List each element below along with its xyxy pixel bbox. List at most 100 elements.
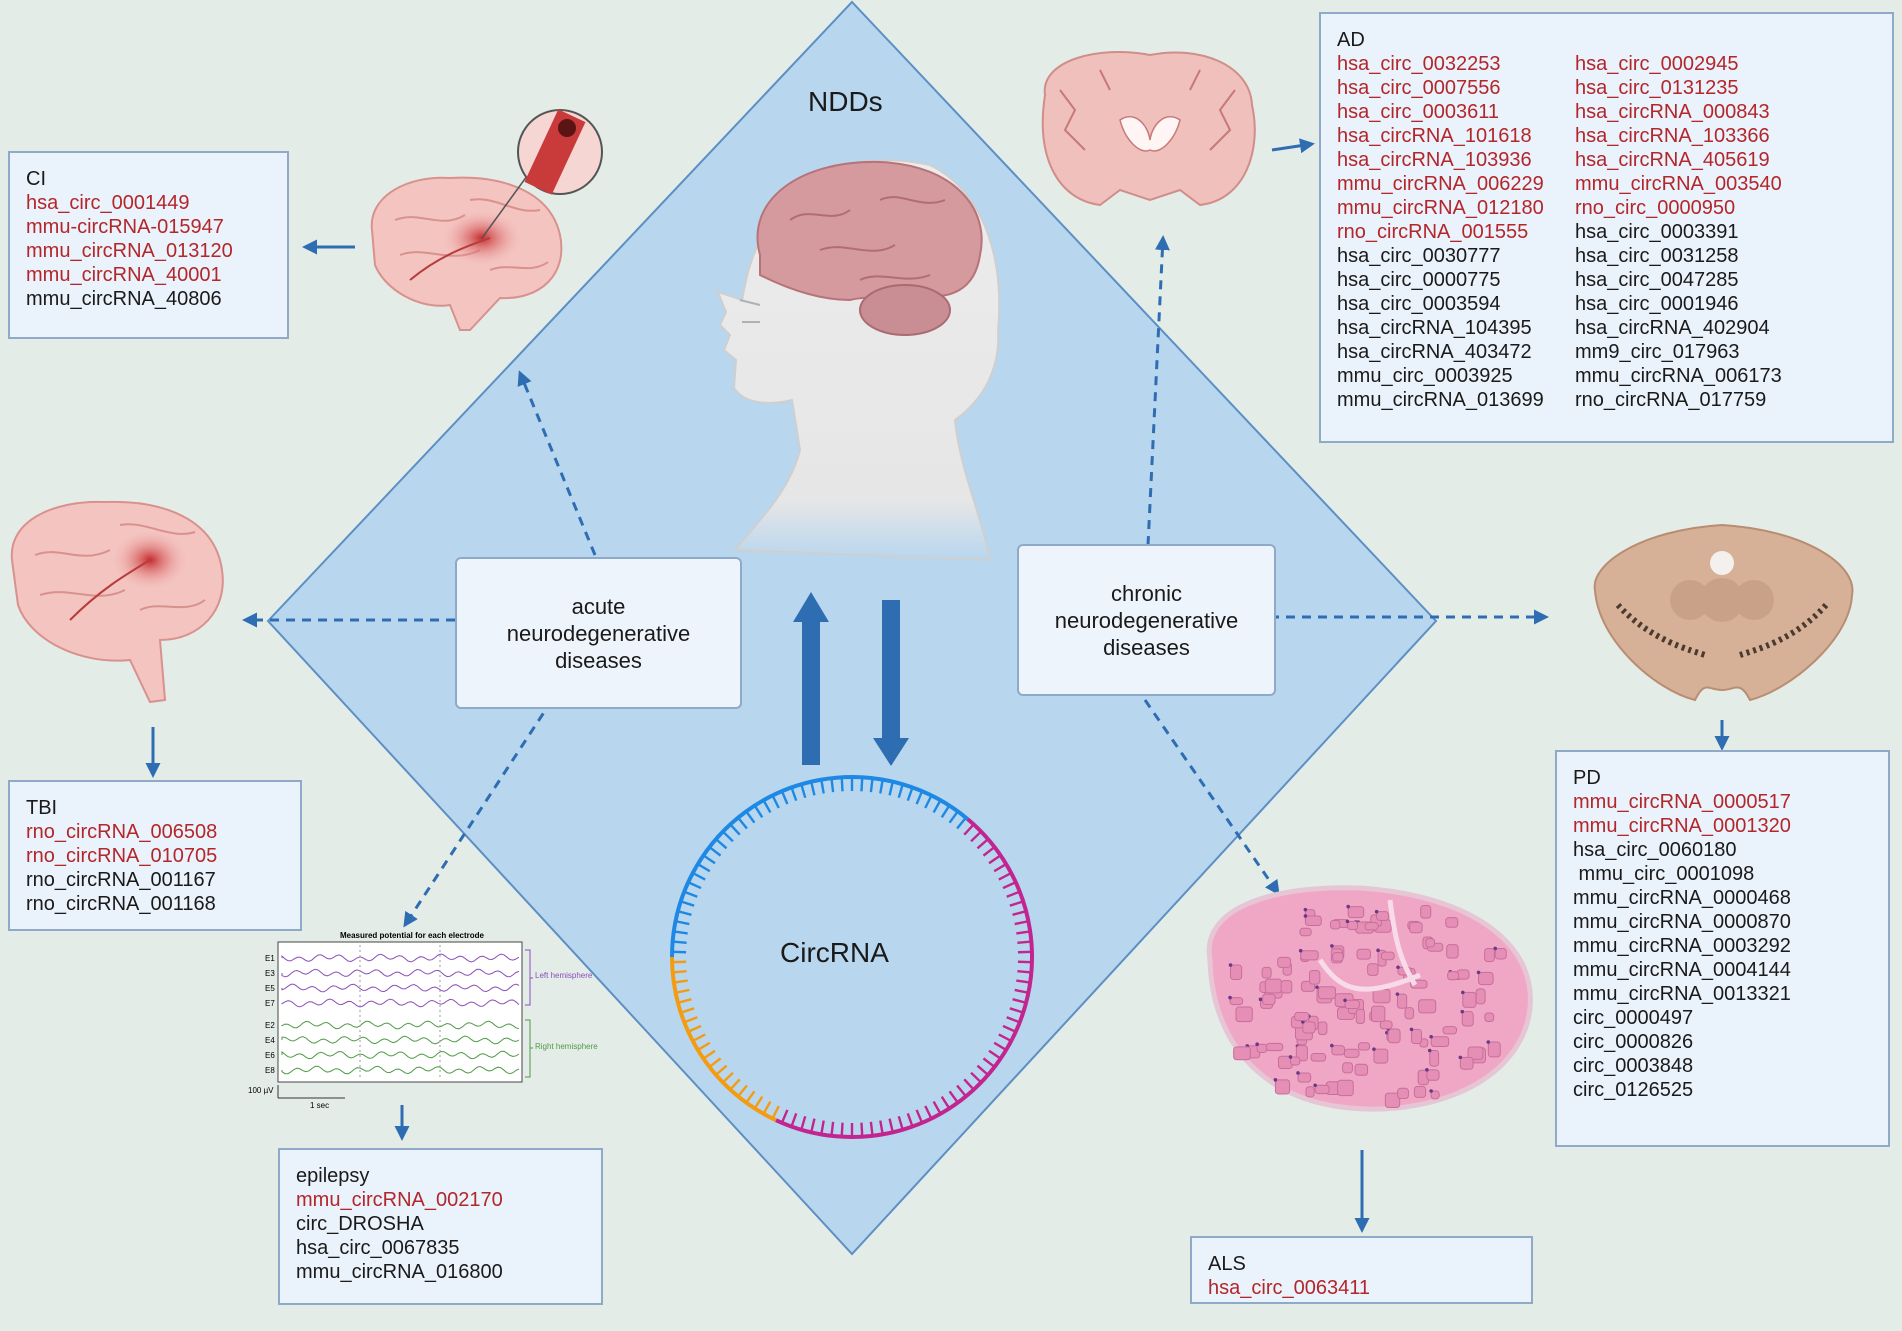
circrna-label: CircRNA: [780, 937, 889, 968]
eeg-right-label: Right hemisphere: [535, 1042, 598, 1051]
circrna-item: hsa_circ_0003611: [1337, 101, 1499, 123]
circrna-item: hsa_circ_0001449: [26, 192, 190, 214]
circrna-item: mmu_circRNA_013699: [1337, 389, 1544, 411]
circrna-item: circ_0003848: [1573, 1055, 1694, 1077]
circrna-item: hsa_circ_0131235: [1575, 77, 1739, 99]
ad-title: AD: [1337, 29, 1365, 51]
als-tissue-illustration: [1206, 885, 1533, 1112]
eeg-channel-label: E1: [265, 954, 275, 963]
ndds-title: NDDs: [808, 86, 883, 117]
pd-title: PD: [1573, 767, 1601, 789]
circrna-item: mmu-circRNA-015947: [26, 216, 224, 238]
circrna-item: mmu_circRNA_002170: [296, 1189, 503, 1211]
arrow-ad-box: [1271, 138, 1315, 154]
circrna-item: mm9_circ_017963: [1575, 341, 1740, 363]
circrna-item: hsa_circ_0047285: [1575, 269, 1739, 291]
circrna-item: rno_circRNA_010705: [26, 845, 218, 867]
tbi-title: TBI: [26, 797, 58, 819]
acute-ndd-label: acute neurodegenerative diseases: [506, 593, 691, 673]
circrna-item: mmu_circRNA_0000870: [1573, 911, 1791, 933]
eeg-channel-label: E8: [265, 1066, 275, 1075]
circrna-item: mmu_circRNA_40806: [26, 288, 222, 310]
circrna-item: hsa_circRNA_103936: [1337, 149, 1532, 171]
eeg-panel: Measured potential for each electrode E1…: [248, 931, 598, 1110]
circrna-item: rno_circRNA_017759: [1575, 389, 1767, 411]
circrna-item: mmu_circRNA_003540: [1575, 173, 1782, 195]
circrna-item: hsa_circ_0031258: [1575, 245, 1739, 267]
eeg-scale-voltage: 100 µV: [248, 1086, 274, 1095]
circrna-item: mmu_circRNA_0003292: [1573, 935, 1791, 957]
ci-title: CI: [26, 168, 46, 190]
circrna-item: mmu_circRNA_0000468: [1573, 887, 1791, 909]
circrna-item: hsa_circ_0002945: [1575, 53, 1739, 75]
eeg-channel-label: E5: [265, 984, 275, 993]
circrna-item: hsa_circ_0003391: [1575, 221, 1739, 243]
circrna-item: rno_circ_0000950: [1575, 197, 1736, 219]
circrna-item: hsa_circ_0063411: [1208, 1277, 1370, 1299]
human-head-illustration: [716, 159, 1001, 562]
circrna-item: mmu_circRNA_0004144: [1573, 959, 1791, 981]
circrna-item: hsa_circ_0007556: [1337, 77, 1501, 99]
eeg-scale-time: 1 sec: [310, 1101, 329, 1110]
circrna-item: hsa_circ_0060180: [1573, 839, 1737, 861]
chronic-ndd-label: chronic neurodegenerative diseases: [1054, 580, 1239, 660]
circrna-item: circ_0126525: [1573, 1079, 1694, 1101]
circrna-item: rno_circRNA_001168: [26, 893, 216, 915]
eeg-left-label: Left hemisphere: [535, 971, 593, 980]
epilepsy-title: epilepsy: [296, 1165, 370, 1187]
eeg-channel-label: E3: [265, 969, 275, 978]
circrna-item: circ_0000826: [1573, 1031, 1694, 1053]
circrna-item: hsa_circ_0000775: [1337, 269, 1501, 291]
circrna-item: mmu_circRNA_013120: [26, 240, 233, 262]
circrna-item: hsa_circRNA_101618: [1337, 125, 1532, 147]
eeg-channel-label: E4: [265, 1036, 275, 1045]
circrna-item: hsa_circ_0003594: [1337, 293, 1501, 315]
circrna-item: hsa_circRNA_402904: [1575, 317, 1770, 339]
circrna-item: hsa_circ_0067835: [296, 1237, 460, 1259]
circrna-item: mmu_circRNA_0001320: [1573, 815, 1791, 837]
circrna-item: hsa_circRNA_103366: [1575, 125, 1770, 147]
circrna-item: rno_circRNA_006508: [26, 821, 218, 843]
arrow-to-ad: [1146, 235, 1170, 546]
circrna-item: circ_0000497: [1573, 1007, 1694, 1029]
circrna-item: mmu_circ_0003925: [1337, 365, 1513, 387]
circrna-item: mmu_circRNA_006229: [1337, 173, 1544, 195]
circrna-item: mmu_circRNA_40001: [26, 264, 222, 286]
circrna-item: mmu_circRNA_0013321: [1573, 983, 1791, 1005]
brain-ci-illustration: [370, 109, 603, 331]
arrow-to-ci: [517, 370, 597, 556]
ad-brain-section-illustration: [1041, 51, 1256, 207]
als-title: ALS: [1208, 1253, 1246, 1275]
circrna-item: hsa_circRNA_405619: [1575, 149, 1770, 171]
circrna-item: rno_circRNA_001555: [1337, 221, 1529, 243]
circrna-item: mmu_circRNA_016800: [296, 1261, 503, 1283]
pd-midbrain-illustration: [1593, 523, 1854, 702]
circrna-item: circ_DROSHA: [296, 1213, 424, 1235]
circrna-ring: [670, 775, 1034, 1140]
brain-tbi-illustration: [10, 500, 224, 704]
chronic-ndd-label-box: chronic neurodegenerative diseases: [1017, 544, 1276, 696]
eeg-channel-label: E7: [265, 999, 275, 1008]
circrna-item: hsa_circ_0032253: [1337, 53, 1501, 75]
circrna-item: mmu_circ_0001098: [1573, 863, 1755, 885]
circrna-item: mmu_circRNA_006173: [1575, 365, 1782, 387]
circrna-item: hsa_circRNA_403472: [1337, 341, 1532, 363]
eeg-channel-label: E6: [265, 1051, 275, 1060]
ndd-diamond: [266, 0, 1438, 1256]
arrow-to-als: [1143, 699, 1280, 896]
circrna-item: hsa_circ_0030777: [1337, 245, 1501, 267]
bidirectional-arrows: [793, 592, 909, 766]
acute-ndd-label-box: acute neurodegenerative diseases: [455, 557, 742, 709]
circrna-item: mmu_circRNA_0000517: [1573, 791, 1791, 813]
arrow-to-eeg: [403, 699, 554, 928]
eeg-title: Measured potential for each electrode: [340, 931, 485, 940]
circrna-item: hsa_circRNA_104395: [1337, 317, 1532, 339]
